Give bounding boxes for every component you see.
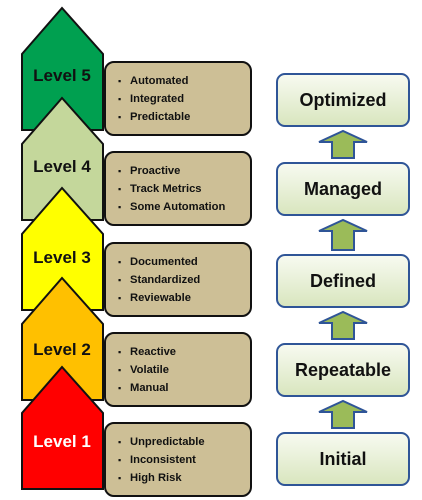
level-5-label: Level 5 [33,66,91,85]
level-2-description: ReactiveVolatileManual [104,332,252,407]
characteristics-list: DocumentedStandardizedReviewable [106,253,200,307]
level-3-label: Level 3 [33,248,91,267]
up-arrow-icon [318,399,368,429]
up-arrow-icon [318,129,368,159]
characteristic-item: Reactive [118,343,176,361]
characteristic-item: Track Metrics [118,180,225,198]
stage-initial: Initial [276,432,410,486]
characteristic-item: Documented [118,253,200,271]
stage-defined: Defined [276,254,410,308]
level-4-description: ProactiveTrack MetricsSome Automation [104,151,252,226]
level-4-label: Level 4 [33,157,91,176]
characteristic-item: Inconsistent [118,451,205,469]
characteristics-list: UnpredictableInconsistentHigh Risk [106,433,205,487]
characteristic-item: Some Automation [118,198,225,216]
characteristic-item: Standardized [118,271,200,289]
characteristic-item: High Risk [118,469,205,487]
up-arrow-icon [318,310,368,340]
characteristics-list: AutomatedIntegratedPredictable [106,72,190,126]
characteristic-item: Automated [118,72,190,90]
characteristic-item: Volatile [118,361,176,379]
characteristics-list: ReactiveVolatileManual [106,343,176,397]
characteristic-item: Manual [118,379,176,397]
characteristics-list: ProactiveTrack MetricsSome Automation [106,162,225,216]
stage-optimized: Optimized [276,73,410,127]
stage-repeatable: Repeatable [276,343,410,397]
stage-managed: Managed [276,162,410,216]
up-arrow-icon [318,218,368,251]
level-1-label: Level 1 [33,432,91,451]
characteristic-item: Unpredictable [118,433,205,451]
level-5-description: AutomatedIntegratedPredictable [104,61,252,136]
characteristic-item: Proactive [118,162,225,180]
characteristic-item: Reviewable [118,289,200,307]
level-1-description: UnpredictableInconsistentHigh Risk [104,422,252,497]
level-1-arrow [21,365,104,490]
characteristic-item: Predictable [118,108,190,126]
level-3-description: DocumentedStandardizedReviewable [104,242,252,317]
level-2-label: Level 2 [33,340,91,359]
characteristic-item: Integrated [118,90,190,108]
